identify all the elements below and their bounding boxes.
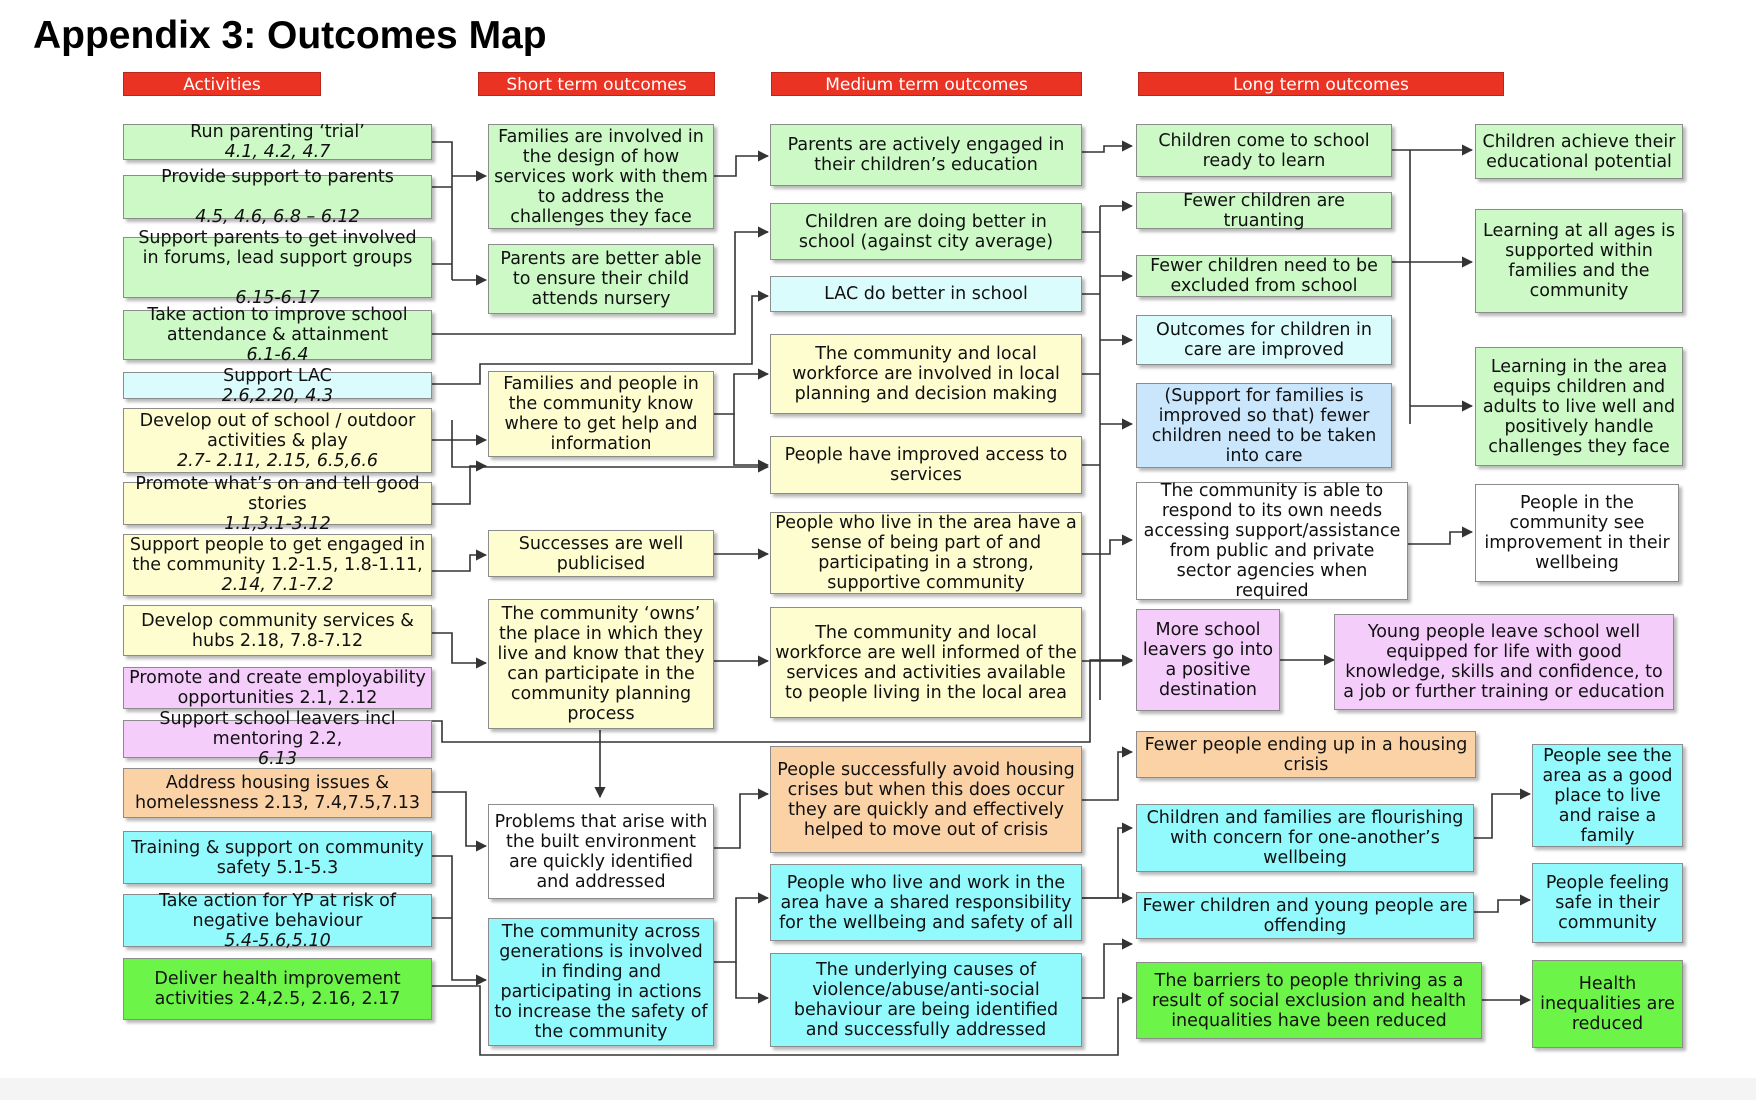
medium-term-outcome: The underlying causes of violence/abuse/…: [770, 953, 1082, 1047]
activity-box: Take action to improve school attendance…: [123, 305, 432, 365]
final-outcome: People in the community see improvement …: [1475, 484, 1679, 582]
header-activities: Activities: [123, 72, 321, 96]
long-term-outcome: The barriers to people thriving as a res…: [1136, 962, 1482, 1039]
activity-box: Training & support on community safety 5…: [123, 831, 432, 884]
short-term-outcome: The community ‘owns’ the place in which …: [488, 599, 714, 729]
medium-term-outcome: Children are doing better in school (aga…: [770, 203, 1082, 260]
long-term-outcome: The community is able to respond to its …: [1136, 481, 1408, 601]
short-term-outcome: Families are involved in the design of h…: [488, 124, 714, 229]
long-term-outcome: Children come to school ready to learn: [1136, 124, 1392, 177]
activity-box: Support school leavers incl mentoring 2.…: [123, 709, 432, 769]
short-term-outcome: Families and people in the community kno…: [488, 371, 714, 457]
activity-box: Address housing issues & homelessness 2.…: [123, 768, 432, 818]
long-term-outcome: Outcomes for children in care are improv…: [1136, 315, 1392, 365]
final-outcome: Learning in the area equips children and…: [1475, 347, 1683, 466]
activity-box: Take action for YP at risk of negative b…: [123, 891, 432, 951]
long-term-outcome: Fewer children are truanting: [1136, 191, 1392, 231]
medium-term-outcome: The community and local workforce are in…: [770, 334, 1082, 414]
activity-box: Run parenting ‘trial’ 4.1, 4.2, 4.7: [123, 122, 432, 162]
long-term-outcome: Children and families are flourishing wi…: [1136, 804, 1474, 872]
medium-term-outcome: People have improved access to services: [770, 436, 1082, 494]
activity-box: Develop community services & hubs 2.18, …: [123, 605, 432, 656]
final-outcome: People feeling safe in their community: [1532, 863, 1683, 943]
medium-term-outcome: People successfully avoid housing crises…: [770, 746, 1082, 853]
short-term-outcome: Successes are well publicised: [488, 530, 714, 577]
final-outcome: People see the area as a good place to l…: [1532, 744, 1683, 847]
page-footer-strip: [0, 1078, 1756, 1100]
long-term-outcome: Fewer children need to be excluded from …: [1136, 255, 1392, 297]
final-outcome: Learning at all ages is supported within…: [1475, 209, 1683, 313]
header-long-term: Long term outcomes: [1138, 72, 1504, 96]
header-medium-term: Medium term outcomes: [771, 72, 1082, 96]
final-outcome: Children achieve their educational poten…: [1475, 124, 1683, 179]
long-term-outcome: Fewer children and young people are offe…: [1136, 892, 1474, 939]
medium-term-outcome: People who live in the area have a sense…: [770, 512, 1082, 594]
activity-box: Deliver health improvement activities 2.…: [123, 958, 432, 1020]
activity-box: Promote what’s on and tell good stories …: [123, 474, 432, 534]
header-short-term: Short term outcomes: [478, 72, 715, 96]
long-term-outcome: (Support for families is improved so tha…: [1136, 383, 1392, 468]
activity-box: Develop out of school / outdoor activiti…: [123, 408, 432, 473]
medium-term-outcome: Parents are actively engaged in their ch…: [770, 124, 1082, 186]
final-outcome: Young people leave school well equipped …: [1334, 614, 1674, 710]
activity-box: Promote and create employability opportu…: [123, 667, 432, 709]
page-title: Appendix 3: Outcomes Map: [33, 14, 547, 57]
short-term-outcome: Parents are better able to ensure their …: [488, 244, 714, 314]
short-term-outcome: The community across generations is invo…: [488, 918, 714, 1046]
medium-term-outcome: People who live and work in the area hav…: [770, 864, 1082, 941]
final-outcome: Health inequalities are reduced: [1532, 960, 1683, 1048]
long-term-outcome: Fewer people ending up in a housing cris…: [1136, 731, 1476, 778]
long-term-outcome: More school leavers go into a positive d…: [1136, 609, 1280, 711]
medium-term-outcome: The community and local workforce are we…: [770, 607, 1082, 718]
activity-box: Support parents to get involved in forum…: [123, 228, 432, 308]
medium-term-outcome: LAC do better in school: [770, 276, 1082, 312]
activity-box: Support people to get engaged in the com…: [123, 534, 432, 596]
short-term-outcome: Problems that arise with the built envir…: [488, 804, 714, 899]
activity-box: Support LAC 2.6,2.20, 4.3: [123, 366, 432, 406]
